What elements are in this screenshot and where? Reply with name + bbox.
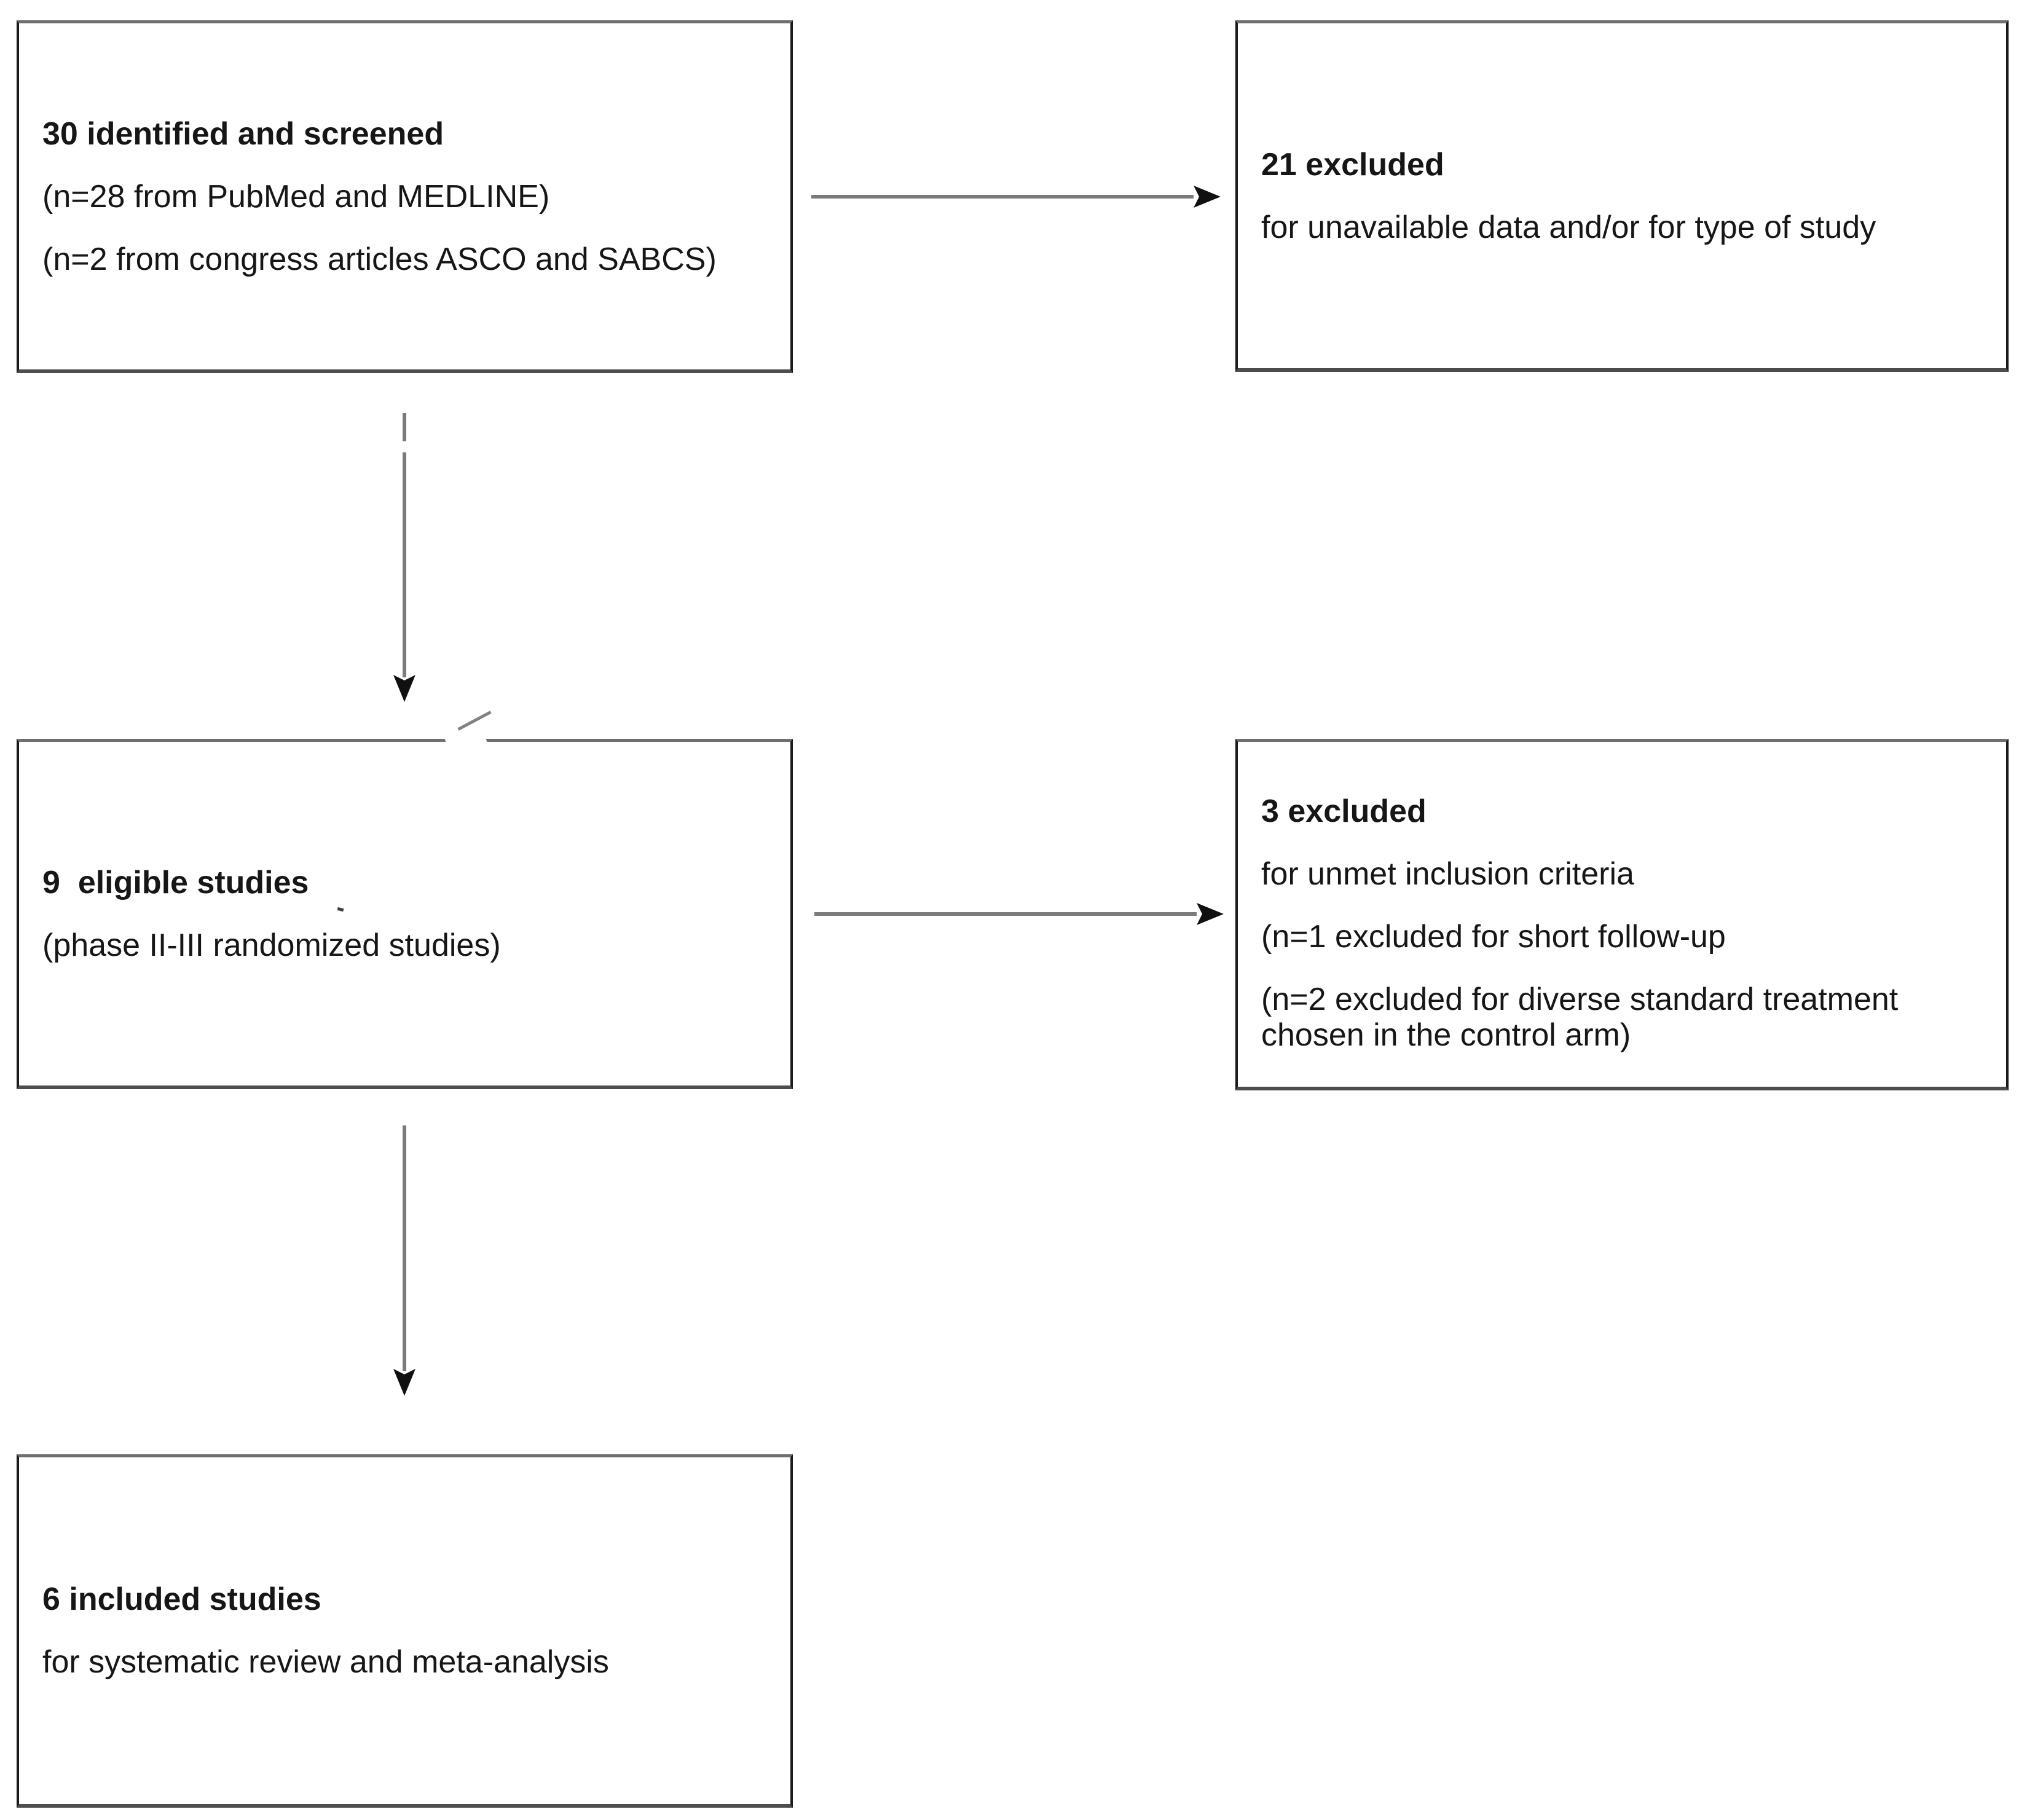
box-eligible-studies: 9 eligible studies (phase II-III randomi… [17, 739, 793, 1089]
box-line: (n=2 excluded for diverse standard treat… [1261, 981, 1907, 1053]
box-identified-screened: 30 identified and screened (n=28 from Pu… [17, 20, 793, 373]
box-heading: 3 excluded [1261, 793, 1427, 829]
box-excluded-screening: 21 excluded for unavailable data and/or … [1235, 20, 2009, 372]
box-line: for systematic review and meta-analysis [42, 1644, 609, 1680]
box-heading: 21 excluded [1261, 146, 1444, 183]
arrow-head-down-icon [393, 675, 415, 702]
arrow-head-down-icon [393, 1369, 415, 1396]
arrow-shaft [403, 1125, 406, 1371]
arrow-shaft [403, 413, 406, 441]
box-heading: 6 included studies [42, 1582, 321, 1617]
box-included-studies: 6 included studies for systematic review… [17, 1454, 793, 1808]
box-line: (n=2 from congress articles ASCO and SAB… [42, 241, 717, 277]
arrow-shaft [814, 912, 1197, 916]
arrow-head-right-icon [1197, 903, 1224, 925]
arrow-shaft [403, 452, 406, 677]
box-heading: 30 identified and screened [42, 116, 444, 152]
box-heading: 9 eligible studies [42, 864, 309, 900]
box-line: for unavailable data and/or for type of … [1261, 209, 1876, 245]
arrow-shaft [811, 195, 1194, 199]
box-line: (n=1 excluded for short follow-up [1261, 918, 1726, 955]
arrow-head-right-icon [1194, 186, 1221, 208]
box-line: for unmet inclusion criteria [1261, 856, 1634, 892]
box-line: (n=28 from PubMed and MEDLINE) [42, 178, 550, 215]
box-line: (phase II-III randomized studies) [42, 927, 501, 963]
box-excluded-eligibility: 3 excluded for unmet inclusion criteria … [1235, 739, 2009, 1090]
